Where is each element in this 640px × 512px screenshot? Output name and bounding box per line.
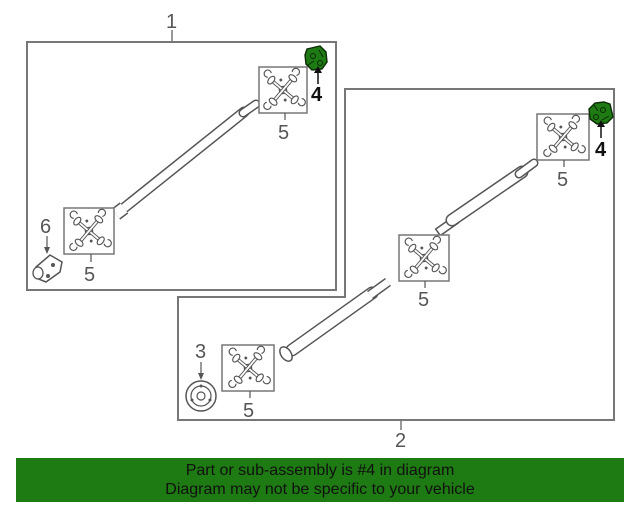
assembly-2-callout: 2 (395, 430, 406, 452)
part-6-callout: 6 (40, 216, 51, 238)
assembly-1-callout: 1 (166, 11, 177, 33)
assembly-2-box (177, 88, 615, 421)
part-4-a-callout: 4 (311, 84, 323, 106)
part-6-arrow (44, 247, 50, 254)
part-4-bracket-a (304, 45, 328, 71)
part-4-a-arrow (314, 66, 322, 73)
flex-coupler-6 (32, 254, 63, 283)
banner-line-1: Part or sub-assembly is #4 in diagram (185, 462, 455, 479)
part-5-d-callout: 5 (418, 289, 429, 311)
part-3-callout: 3 (195, 341, 206, 363)
part-5-c-callout: 5 (557, 169, 568, 191)
rear-driveshaft (279, 158, 539, 362)
part-5-b-callout: 5 (84, 264, 95, 286)
part-5-a-callout: 5 (278, 122, 289, 144)
part-3-arrow (198, 373, 204, 380)
info-banner: Part or sub-assembly is #4 in diagram Di… (16, 458, 624, 502)
part-4-b-callout: 4 (595, 139, 607, 161)
damper-3 (185, 380, 217, 412)
driveshaft-parts-diagram: 1 5 5 4 6 2 (26, 11, 615, 452)
banner-line-2: Diagram may not be specific to your vehi… (165, 481, 475, 498)
part-5-e-callout: 5 (243, 400, 254, 422)
front-driveshaft (111, 99, 261, 220)
part-4-b-arrow (597, 120, 605, 127)
